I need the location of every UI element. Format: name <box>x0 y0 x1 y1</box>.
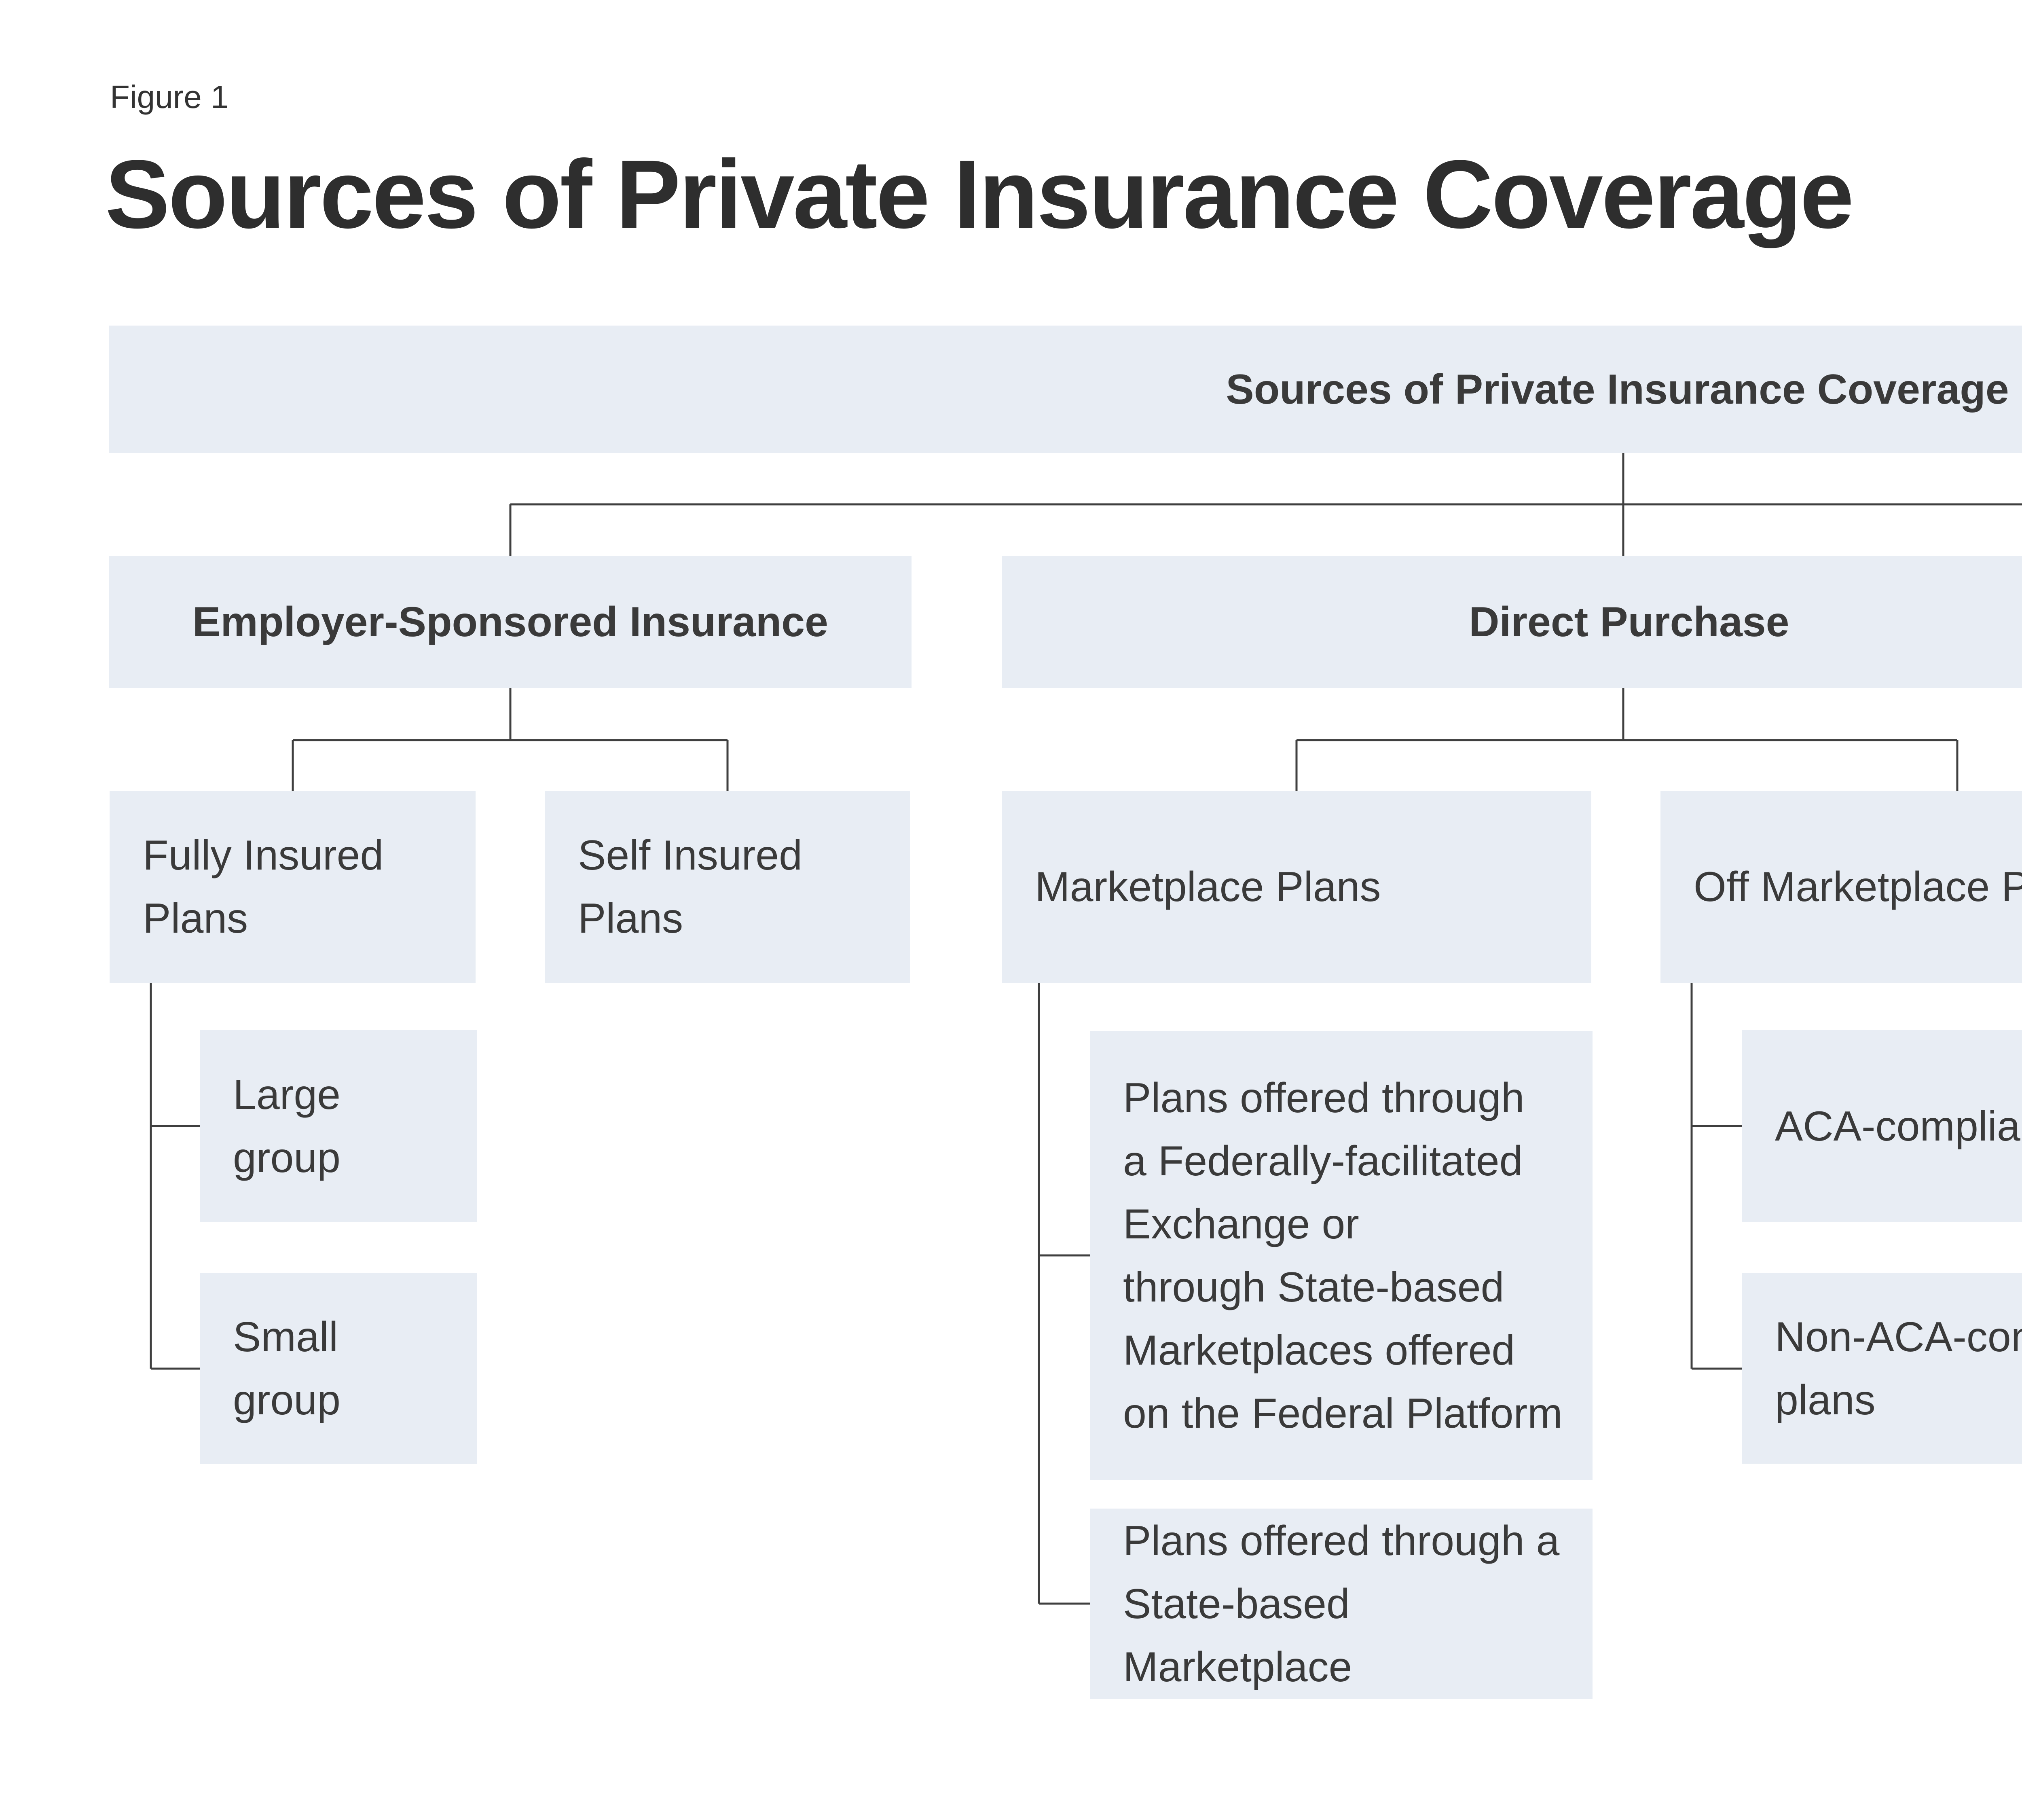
figure-label: Figure 1 <box>110 79 229 115</box>
node-self-insured-plans: Self Insured Plans <box>545 791 910 983</box>
page-title: Sources of Private Insurance Coverage <box>105 140 1854 248</box>
node-root-sources-of-private-insurance-coverage: Sources of Private Insurance Coverage <box>109 326 2022 453</box>
node-fully-insured-plans: Fully Insured Plans <box>110 791 476 983</box>
node-federally-facilitated-exchange-plans: Plans offered through a Federally-facili… <box>1090 1031 1593 1480</box>
node-small-group: Small group <box>200 1273 477 1464</box>
node-off-marketplace-plans: Off Marketplace Plans <box>1660 791 2022 983</box>
node-employer-sponsored-insurance: Employer-Sponsored Insurance <box>109 556 912 688</box>
node-marketplace-plans: Marketplace Plans <box>1002 791 1591 983</box>
node-state-based-marketplace-plans: Plans offered through a State-based Mark… <box>1090 1509 1593 1699</box>
node-large-group: Large group <box>200 1030 477 1222</box>
node-direct-purchase: Direct Purchase <box>1002 556 2022 688</box>
node-aca-compliant-plans: ACA-compliant plans <box>1742 1030 2022 1222</box>
node-non-aca-compliant-plans: Non-ACA-compliant plans <box>1742 1273 2022 1464</box>
